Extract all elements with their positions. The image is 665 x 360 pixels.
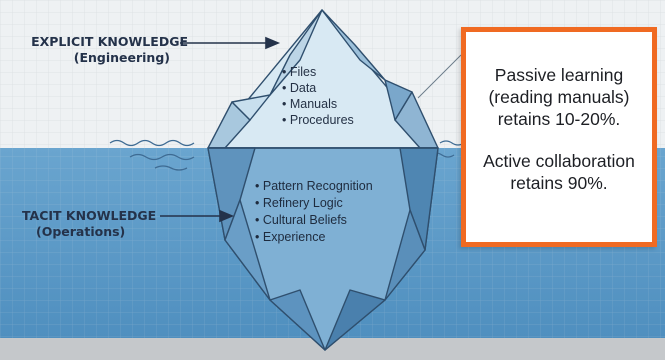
passive-learning-text: Passive learning (reading manuals) retai… bbox=[466, 32, 652, 130]
tacit-subtitle: (Operations) bbox=[36, 223, 126, 239]
passive-line: (reading manuals) bbox=[488, 87, 630, 107]
explicit-title: EXPLICIT KNOWLEDGE bbox=[31, 34, 188, 49]
tacit-title: TACIT KNOWLEDGE bbox=[22, 208, 157, 223]
explicit-subtitle: (Engineering) bbox=[73, 49, 170, 65]
floor-strip bbox=[0, 338, 665, 360]
list-item: Files bbox=[282, 64, 382, 80]
passive-line: retains 10-20%. bbox=[497, 109, 621, 129]
retention-callout: Passive learning (reading manuals) retai… bbox=[461, 27, 657, 247]
passive-line: Passive learning bbox=[494, 65, 624, 85]
active-line: Active collaboration bbox=[483, 151, 635, 171]
list-item: Cultural Beliefs bbox=[255, 212, 415, 229]
list-item: Data bbox=[282, 80, 382, 96]
explicit-knowledge-label: EXPLICIT KNOWLEDGE (Engineering) bbox=[28, 34, 188, 65]
list-item: Experience bbox=[255, 229, 415, 246]
tacit-items-list: Pattern Recognition Refinery Logic Cultu… bbox=[255, 178, 415, 246]
list-item: Procedures bbox=[282, 112, 382, 128]
tacit-knowledge-label: TACIT KNOWLEDGE (Operations) bbox=[22, 208, 156, 239]
active-line: retains 90%. bbox=[510, 173, 608, 193]
list-item: Refinery Logic bbox=[255, 195, 415, 212]
list-item: Pattern Recognition bbox=[255, 178, 415, 195]
list-item: Manuals bbox=[282, 96, 382, 112]
explicit-items-list: Files Data Manuals Procedures bbox=[282, 64, 382, 128]
waves bbox=[109, 139, 465, 171]
active-collaboration-text: Active collaboration retains 90%. bbox=[466, 130, 652, 194]
explicit-arrowhead bbox=[265, 36, 281, 50]
label-arrows bbox=[160, 36, 281, 223]
tacit-arrowhead bbox=[219, 209, 235, 223]
callout-connector bbox=[417, 54, 462, 99]
